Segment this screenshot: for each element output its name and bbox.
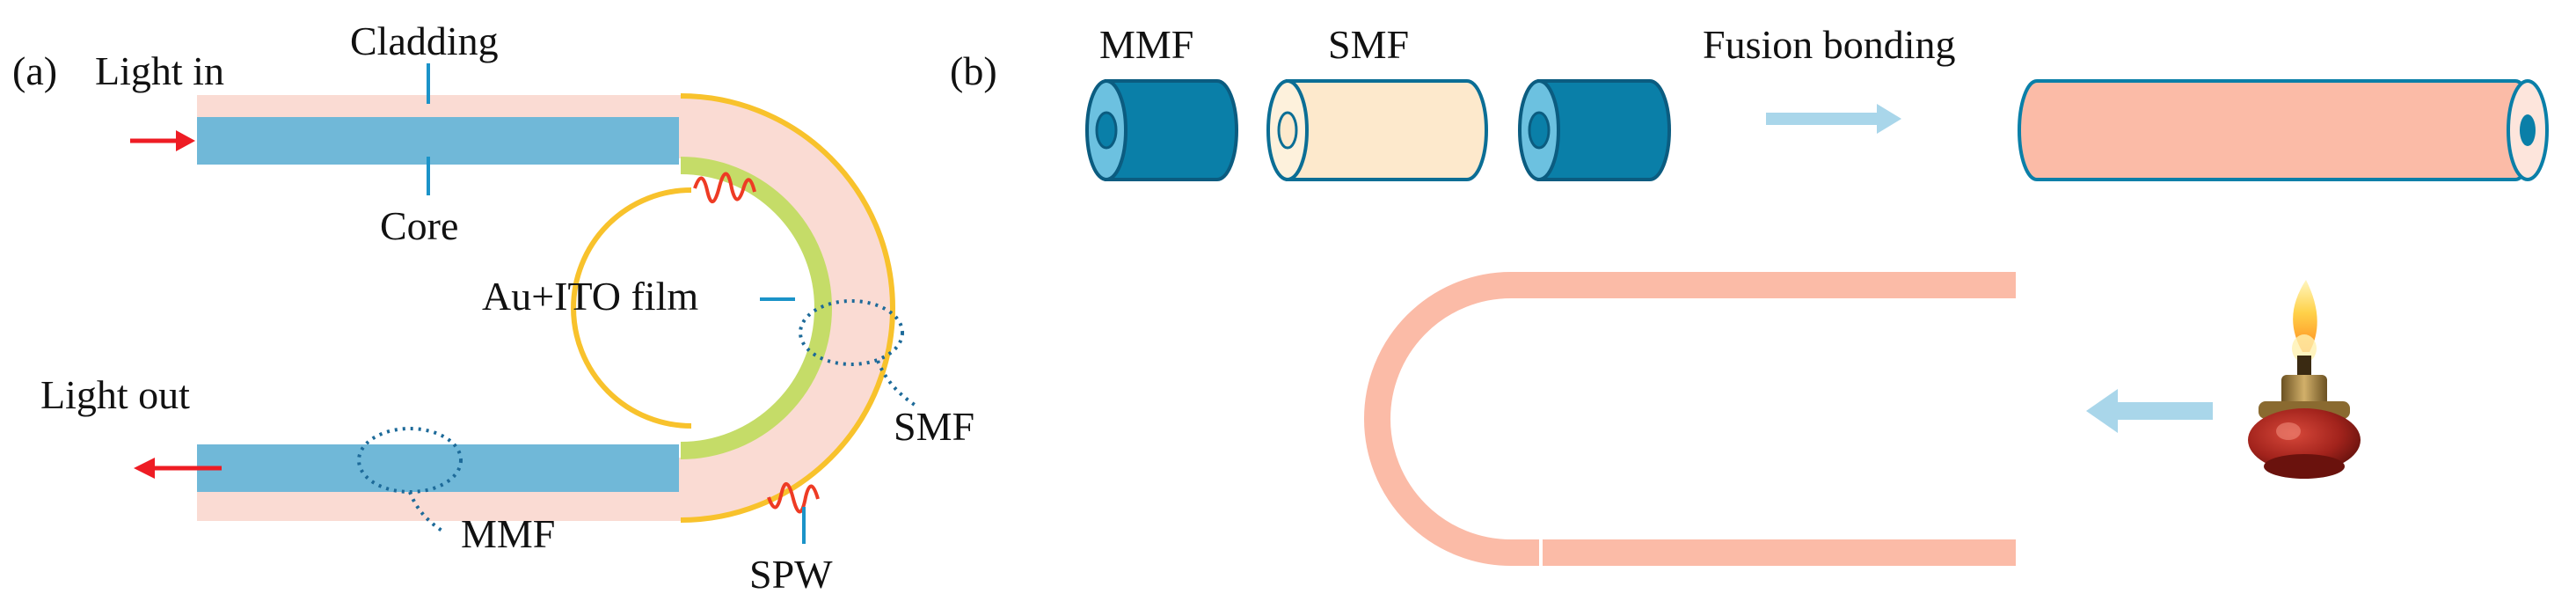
core-lower [197, 444, 679, 492]
smf-highlight [799, 299, 904, 366]
panel-b-tag: (b) [950, 48, 997, 93]
gold-film-inner [571, 187, 692, 429]
smf-label: SMF [894, 404, 974, 449]
bent-fiber [1364, 272, 2016, 566]
arrow-right-icon [1766, 104, 1901, 134]
arrow-in-head-icon [176, 130, 195, 151]
alcohol-lamp-icon [2248, 280, 2361, 479]
mmf-segment-right [1518, 79, 1671, 181]
panel-a-tag: (a) [12, 48, 57, 93]
core-upper [197, 117, 679, 165]
mmf-segment-left [1085, 79, 1238, 181]
panel-b: (b) MMF SMF Fusion bonding [950, 22, 2549, 567]
fusion-label: Fusion bonding [1703, 22, 1956, 67]
light-in-label: Light in [95, 48, 224, 93]
mmf-top-label: MMF [1099, 22, 1193, 67]
mmf-label: MMF [461, 511, 555, 556]
smf-top-label: SMF [1328, 22, 1409, 67]
spw-label: SPW [749, 552, 833, 594]
light-out-label: Light out [40, 372, 190, 417]
smf-segment [1266, 79, 1488, 181]
cladding-label: Cladding [350, 18, 499, 63]
panel-a: (a) Light in Cladding Core Au+ITO film [12, 18, 974, 594]
spw-wave-bottom [767, 482, 820, 514]
fused-fiber [2018, 79, 2549, 181]
mmf-leader [408, 491, 445, 533]
core-label: Core [380, 203, 458, 248]
arrow-left-icon [2086, 389, 2213, 433]
film-label: Au+ITO film [482, 274, 698, 319]
spw-wave-top [693, 172, 756, 203]
arrow-out-head-icon [134, 458, 155, 479]
